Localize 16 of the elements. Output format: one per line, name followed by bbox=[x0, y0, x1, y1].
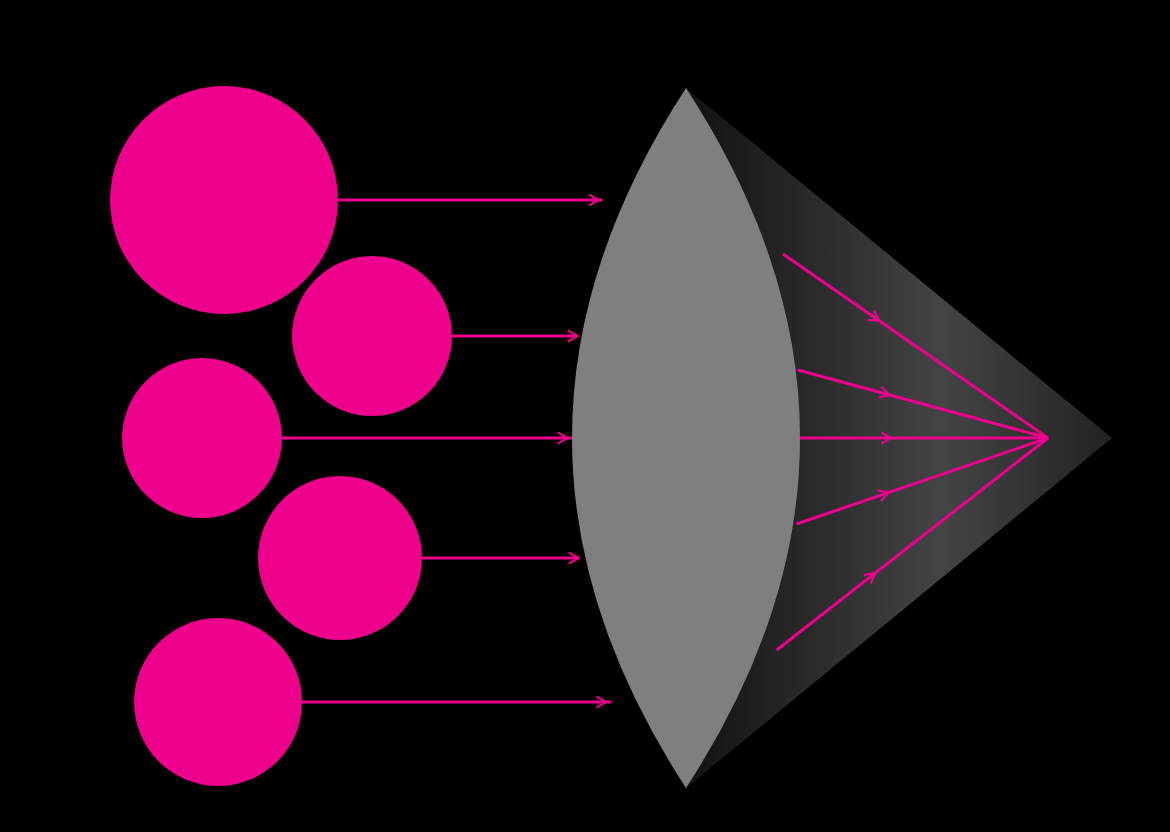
arrow bbox=[336, 193, 604, 207]
circle-node bbox=[110, 86, 338, 314]
arrow bbox=[795, 436, 1050, 526]
circle-node bbox=[134, 618, 302, 786]
arrow bbox=[796, 368, 1050, 440]
arrow bbox=[781, 252, 1050, 440]
circle-node bbox=[258, 476, 422, 640]
circle-node bbox=[122, 358, 282, 518]
arrow bbox=[280, 431, 574, 445]
circle-node bbox=[292, 256, 452, 416]
arrow bbox=[798, 431, 1050, 445]
lens-shape bbox=[572, 88, 800, 788]
arrow bbox=[775, 436, 1050, 652]
arrow bbox=[450, 329, 579, 343]
arrow bbox=[300, 695, 613, 709]
arrow bbox=[420, 551, 581, 565]
